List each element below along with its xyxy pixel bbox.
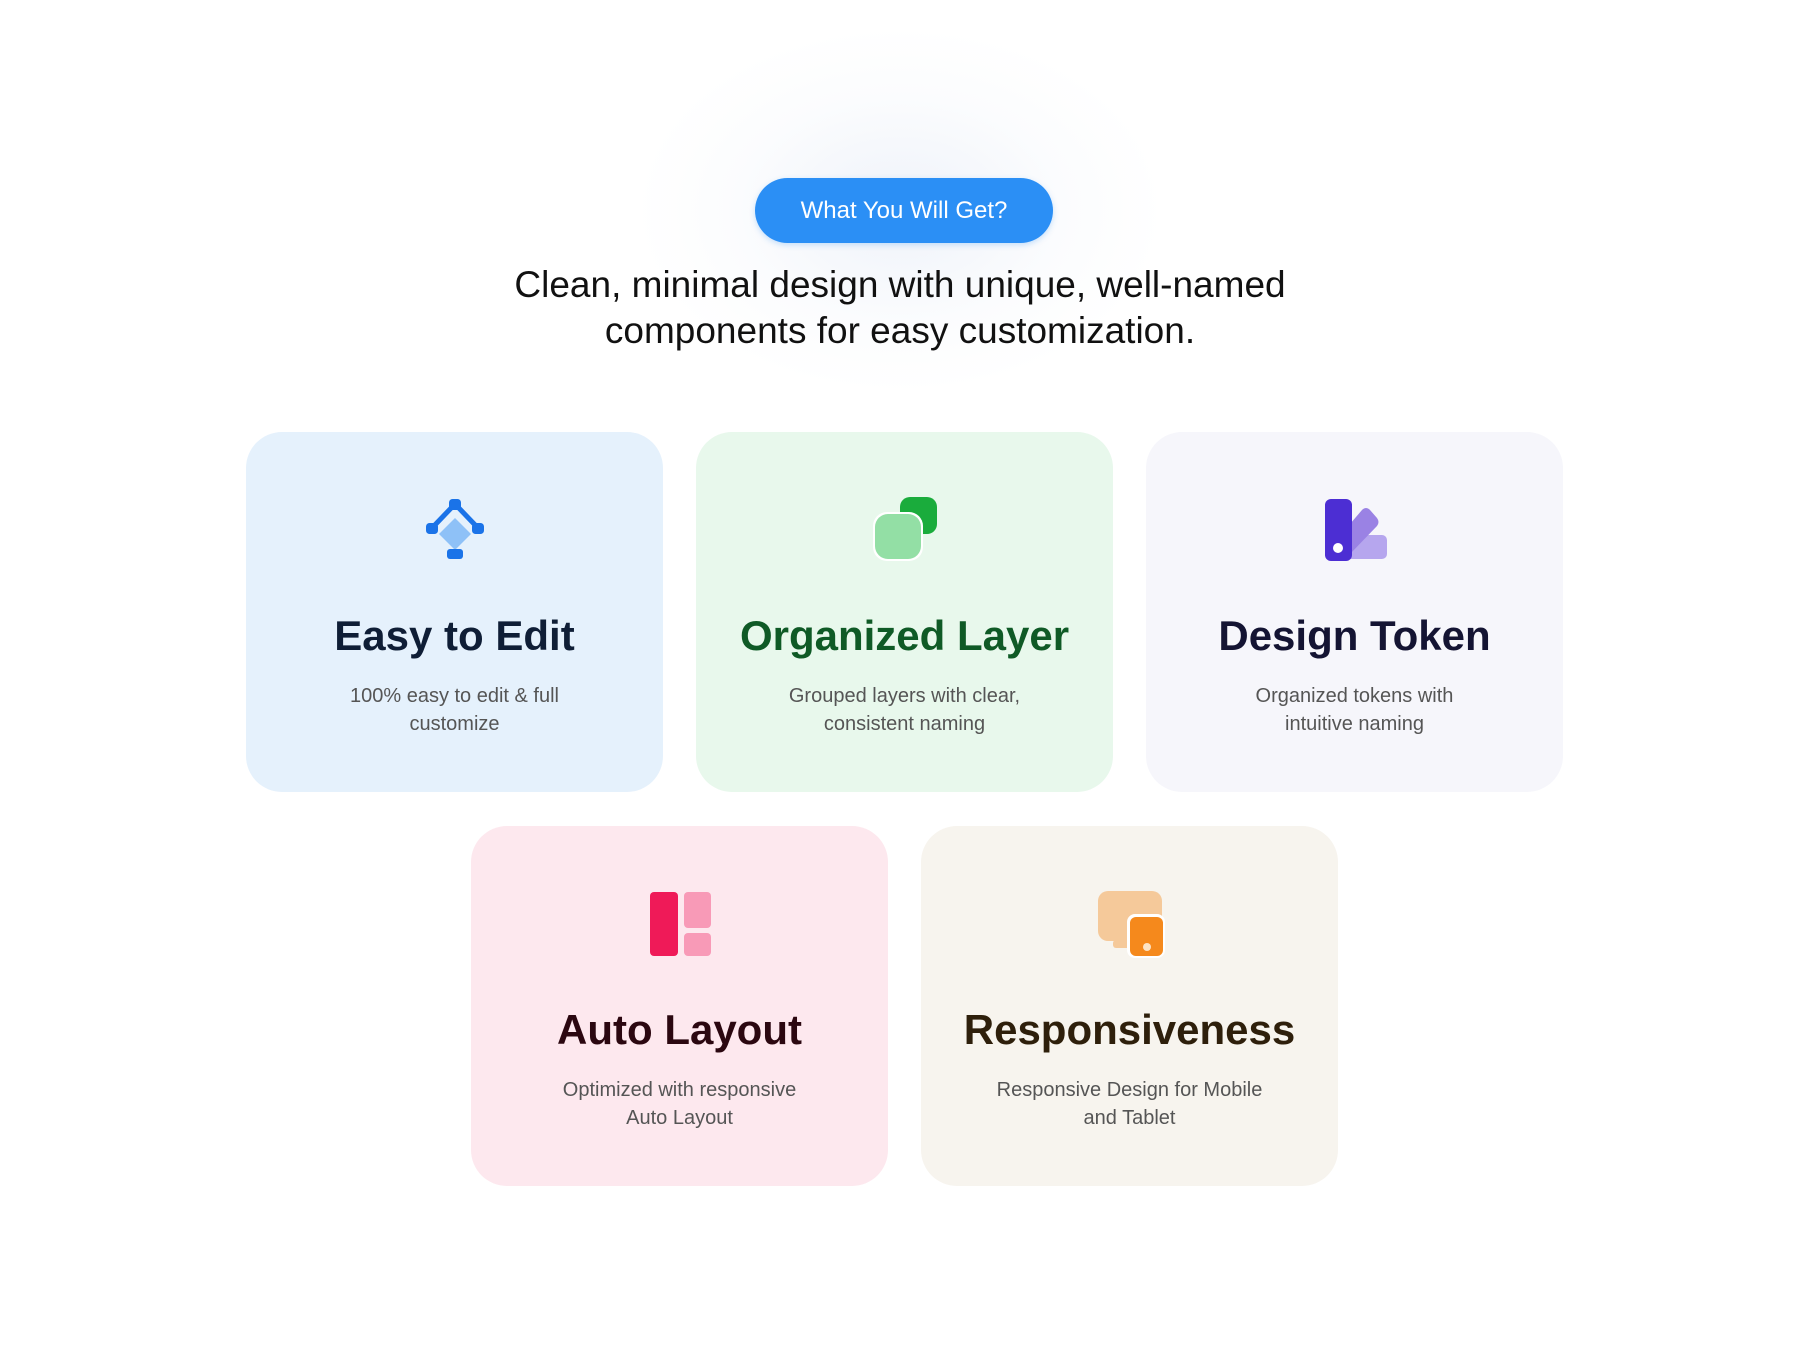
feature-description: Responsive Design for Mobile and Tablet xyxy=(991,1076,1268,1132)
what-you-will-get-badge[interactable]: What You Will Get? xyxy=(755,178,1053,243)
feature-card-organized-layer: Organized Layer Grouped layers with clea… xyxy=(696,432,1113,792)
feature-description-line-1: Grouped layers with clear, xyxy=(788,685,1021,707)
feature-card-easy-to-edit: Easy to Edit 100% easy to edit & full cu… xyxy=(246,432,663,792)
feature-card-responsiveness: Responsiveness Responsive Design for Mob… xyxy=(921,826,1338,1186)
feature-description-line-2: consistent naming xyxy=(823,713,986,735)
feature-description: Grouped layers with clear, consistent na… xyxy=(766,682,1043,738)
feature-title: Easy to Edit xyxy=(334,612,575,659)
layout-grid-icon xyxy=(650,892,711,956)
color-swatch-icon xyxy=(1325,499,1387,561)
layers-icon xyxy=(873,497,937,561)
feature-title: Responsiveness xyxy=(963,1006,1296,1053)
devices-icon xyxy=(1098,891,1165,958)
feature-description-line-2: customize xyxy=(409,713,500,735)
feature-description: Optimized with responsive Auto Layout xyxy=(541,1076,818,1132)
feature-title: Auto Layout xyxy=(557,1006,802,1053)
section-headline: Clean, minimal design with unique, well-… xyxy=(400,262,1400,354)
feature-description-line-1: Responsive Design for Mobile xyxy=(996,1079,1263,1101)
feature-title: Organized Layer xyxy=(739,612,1070,659)
feature-description-line-2: and Tablet xyxy=(1083,1107,1176,1129)
feature-card-design-token: Design Token Organized tokens with intui… xyxy=(1146,432,1563,792)
feature-description-line-1: Optimized with responsive xyxy=(562,1079,797,1101)
feature-description: Organized tokens with intuitive naming xyxy=(1216,682,1493,738)
feature-description-line-1: 100% easy to edit & full xyxy=(349,685,559,707)
feature-title: Design Token xyxy=(1218,612,1491,659)
feature-description: 100% easy to edit & full customize xyxy=(316,682,593,738)
feature-description-line-1: Organized tokens with xyxy=(1255,685,1454,707)
headline-line-1: Clean, minimal design with unique, well-… xyxy=(514,264,1286,305)
feature-card-auto-layout: Auto Layout Optimized with responsive Au… xyxy=(471,826,888,1186)
feature-description-line-2: Auto Layout xyxy=(626,1107,733,1129)
feature-description-line-2: intuitive naming xyxy=(1285,713,1424,735)
vector-edit-icon xyxy=(426,499,484,559)
headline-line-2: components for easy customization. xyxy=(604,310,1196,351)
